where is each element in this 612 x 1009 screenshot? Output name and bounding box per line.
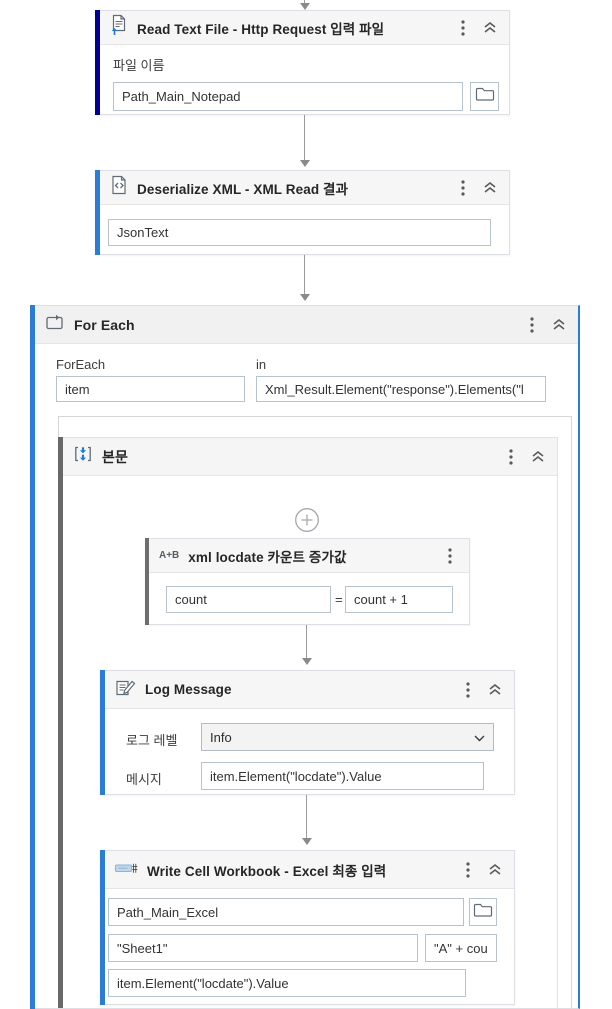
kebab-menu-icon[interactable]: [454, 177, 472, 199]
connector-arrowhead: [300, 3, 310, 10]
xml-string-input[interactable]: JsonText: [108, 219, 491, 246]
chevron-down-icon: [474, 730, 485, 745]
log-pencil-icon: [115, 678, 136, 702]
browse-folder-button[interactable]: [470, 82, 499, 111]
accent-bar: [30, 305, 35, 1009]
connector-arrowhead: [300, 294, 310, 301]
foreach-label: ForEach: [56, 357, 106, 372]
accent-bar: [100, 850, 105, 1005]
in-label: in: [256, 357, 267, 372]
kebab-menu-icon[interactable]: [441, 545, 459, 567]
collapse-icon[interactable]: [550, 314, 568, 336]
kebab-menu-icon[interactable]: [523, 314, 541, 336]
folder-icon: [475, 86, 495, 107]
assign-to-input[interactable]: count: [166, 586, 331, 613]
collapse-icon[interactable]: [486, 679, 504, 701]
log-level-label: 로그 레벨: [126, 733, 178, 748]
foreach-item-input[interactable]: item: [56, 376, 245, 402]
activity-write-cell[interactable]: Write Cell Workbook - Excel 최종 입력 Path_M…: [100, 850, 515, 1005]
kebab-menu-icon[interactable]: [502, 446, 520, 468]
activity-title: Log Message: [145, 682, 232, 697]
activity-title: 본문: [102, 448, 128, 465]
activity-read-text-file[interactable]: Read Text File - Http Request 입력 파일 파일 이…: [95, 10, 510, 115]
collapse-icon[interactable]: [529, 446, 547, 468]
accent-bar: [100, 670, 105, 795]
activity-assign[interactable]: A+B xml locdate 카운트 증가값 count = count + …: [145, 538, 470, 625]
folder-icon: [473, 902, 493, 923]
collapse-icon[interactable]: [481, 177, 499, 199]
accent-bar: [95, 10, 100, 115]
loop-icon: [45, 314, 65, 336]
activity-title: xml locdate 카운트 증가값: [188, 549, 347, 565]
message-label: 메시지: [126, 772, 162, 787]
activity-deserialize-xml[interactable]: Deserialize XML - XML Read 결과 JsonText: [95, 170, 510, 255]
collapse-icon[interactable]: [481, 17, 499, 39]
file-name-input[interactable]: Path_Main_Notepad: [113, 82, 463, 111]
accent-bar: [145, 538, 149, 625]
kebab-menu-icon[interactable]: [459, 679, 477, 701]
activity-log-message[interactable]: Log Message 로그 레벨 Info 메시지 item.Element(…: [100, 670, 515, 795]
activity-title: Read Text File - Http Request 입력 파일: [137, 21, 385, 37]
connector-line: [304, 255, 305, 295]
write-cell-icon: [115, 861, 138, 879]
connector-arrowhead: [302, 658, 312, 665]
workbook-path-input[interactable]: Path_Main_Excel: [108, 898, 464, 926]
cell-value-input[interactable]: item.Element("locdate").Value: [108, 969, 466, 997]
activity-title: Deserialize XML - XML Read 결과: [137, 181, 349, 197]
accent-bar: [58, 437, 63, 1008]
equals-sign: =: [335, 592, 343, 607]
connector-line: [304, 115, 305, 161]
connector-line: [306, 795, 307, 839]
activity-title: Write Cell Workbook - Excel 최종 입력: [147, 863, 387, 879]
add-activity-button[interactable]: [294, 507, 320, 533]
cell-ref-input[interactable]: "A" + cou: [425, 934, 497, 962]
accent-bar: [95, 170, 100, 255]
connector-arrowhead: [302, 838, 312, 845]
log-level-value: Info: [210, 729, 232, 745]
kebab-menu-icon[interactable]: [454, 17, 472, 39]
xml-document-icon: [110, 175, 128, 200]
sequence-icon: [73, 445, 93, 468]
collapse-icon[interactable]: [486, 859, 504, 881]
assign-value-input[interactable]: count + 1: [345, 586, 453, 613]
assign-icon: A+B: [159, 550, 180, 561]
browse-folder-button[interactable]: [469, 898, 497, 926]
file-name-label: 파일 이름: [113, 58, 165, 73]
message-input[interactable]: item.Element("locdate").Value: [201, 762, 484, 790]
foreach-in-input[interactable]: Xml_Result.Element("response").Elements(…: [256, 376, 546, 402]
activity-title: For Each: [74, 316, 135, 333]
connector-line: [306, 625, 307, 659]
log-level-dropdown[interactable]: Info: [201, 723, 494, 751]
kebab-menu-icon[interactable]: [459, 859, 477, 881]
plus-circle-icon: [294, 508, 320, 537]
connector-line: [304, 0, 305, 4]
document-upload-icon: [110, 14, 128, 41]
sheet-name-input[interactable]: "Sheet1": [108, 934, 418, 962]
connector-arrowhead: [300, 160, 310, 167]
